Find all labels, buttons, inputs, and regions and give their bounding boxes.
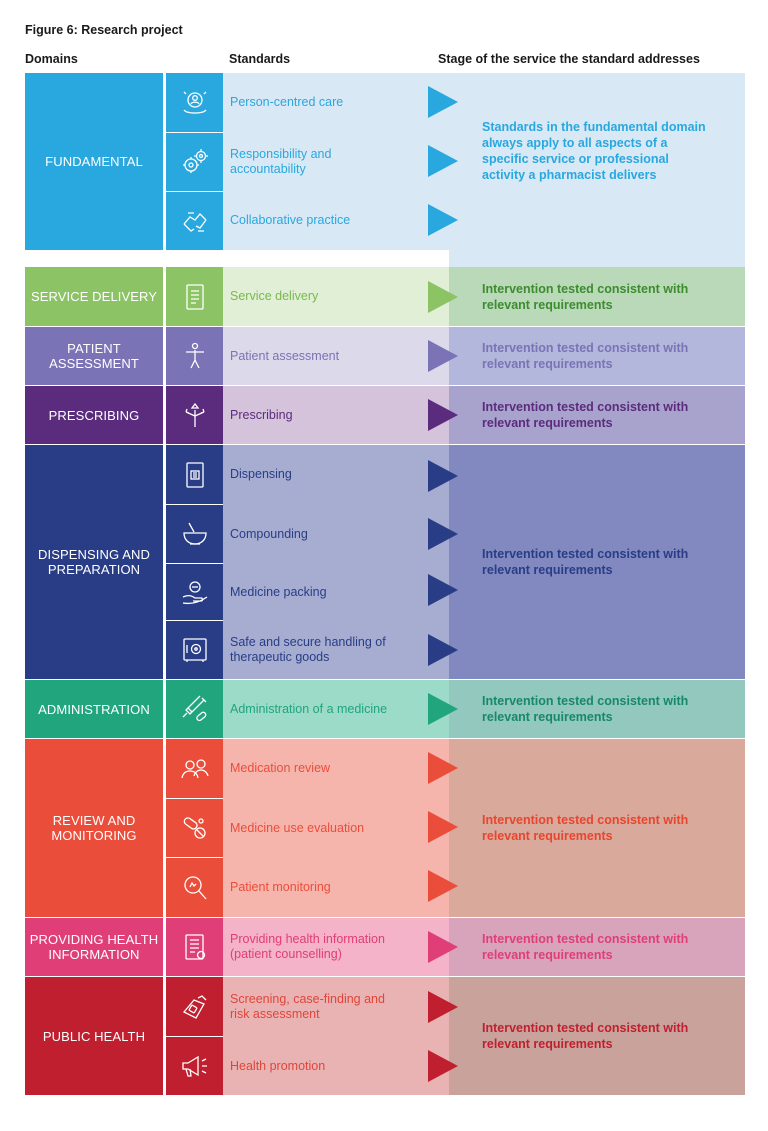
stage-service-delivery: Intervention tested consistent with rele… — [449, 267, 745, 326]
stage-prescribing: Intervention tested consistent with rele… — [449, 386, 745, 444]
arrow-right-icon — [428, 752, 458, 784]
stage-header: Stage of the service the standard addres… — [438, 52, 700, 66]
standard-medicine-use-evaluation: Medicine use evaluation — [230, 820, 365, 835]
body-figure-icon — [166, 327, 223, 385]
review-standards-bg — [223, 739, 449, 917]
standard-responsibility: Responsibility and accountability — [223, 132, 449, 191]
arrow-right-icon — [428, 340, 458, 372]
stage-administration: Intervention tested consistent with rele… — [449, 680, 745, 738]
figure-title: Figure 6: Research project — [25, 23, 183, 37]
safe-icon — [166, 621, 223, 679]
arrow-right-icon — [428, 811, 458, 843]
people-icon — [166, 739, 223, 798]
stage-review: Intervention tested consistent with rele… — [449, 739, 745, 917]
standard-patient-assessment: Patient assessment — [223, 327, 449, 385]
arrow-right-icon — [428, 574, 458, 606]
arrow-right-icon — [428, 518, 458, 550]
info-document-icon — [166, 918, 223, 976]
domain-fundamental: FUNDAMENTAL — [25, 73, 163, 250]
domains-header: Domains — [25, 52, 78, 66]
domain-dispensing: DISPENSING AND PREPARATION — [25, 445, 163, 679]
standard-patient-monitoring: Patient monitoring — [230, 880, 331, 894]
standard-safe-handling: Safe and secure handling of therapeutic … — [230, 635, 386, 664]
syringe-icon — [166, 680, 223, 738]
standard-service-delivery: Service delivery — [223, 267, 449, 326]
pills-icon — [166, 799, 223, 857]
hand-pill-icon — [166, 564, 223, 620]
mortar-pestle-icon — [166, 505, 223, 563]
standard-dispensing: Dispensing — [230, 467, 292, 481]
standard-health-promotion: Health promotion — [230, 1058, 326, 1073]
standard-prescribing: Prescribing — [223, 386, 449, 444]
domain-review: REVIEW AND MONITORING — [25, 739, 163, 917]
arrow-right-icon — [428, 991, 458, 1023]
domain-administration: ADMINISTRATION — [25, 680, 163, 738]
arrow-right-icon — [428, 86, 458, 118]
gears-icon — [166, 133, 223, 191]
stage-providing-info: Intervention tested consistent with rele… — [449, 918, 745, 976]
arrow-right-icon — [428, 931, 458, 963]
standard-person-centred-care: Person-centred care — [223, 73, 449, 132]
standard-medicine-packing: Medicine packing — [230, 584, 327, 599]
direction-arrows-icon — [166, 386, 223, 444]
standard-collaborative-practice: Collaborative practice — [223, 191, 449, 250]
arrow-right-icon — [428, 1050, 458, 1082]
magnifier-icon — [166, 858, 223, 917]
stage-public-health: Intervention tested consistent with rele… — [449, 977, 745, 1095]
arrow-right-icon — [428, 634, 458, 666]
standard-screening: Screening, case-finding and risk assessm… — [230, 991, 385, 1021]
arrow-right-icon — [428, 204, 458, 236]
arrow-right-icon — [428, 693, 458, 725]
document-icon — [166, 445, 223, 504]
standards-header: Standards — [229, 52, 291, 66]
standard-compounding: Compounding — [230, 526, 308, 541]
arrow-right-icon — [428, 399, 458, 431]
clipboard-icon — [166, 267, 223, 326]
domain-service-delivery: SERVICE DELIVERY — [25, 267, 163, 326]
standard-medication-review: Medication review — [230, 761, 331, 775]
domain-providing-info: PROVIDING HEALTH INFORMATION — [25, 918, 163, 976]
domain-public-health: PUBLIC HEALTH — [25, 977, 163, 1095]
person-centred-care-icon — [166, 73, 223, 132]
public-health-standards-bg — [223, 977, 449, 1095]
standard-administration: Administration of a medicine — [223, 680, 449, 738]
stage-fundamental: Standards in the fundamental domain alwa… — [449, 73, 745, 267]
arrow-right-icon — [428, 870, 458, 902]
arrow-right-icon — [428, 281, 458, 313]
wrist-icon — [166, 977, 223, 1036]
arrow-right-icon — [428, 145, 458, 177]
standard-providing-info: Providing health information (patient co… — [223, 918, 449, 976]
domain-patient-assessment: PATIENT ASSESSMENT — [25, 327, 163, 385]
stage-dispensing: Intervention tested consistent with rele… — [449, 445, 745, 679]
dispensing-standards-bg — [223, 445, 449, 679]
megaphone-icon — [166, 1037, 223, 1095]
stage-patient-assessment: Intervention tested consistent with rele… — [449, 327, 745, 385]
domain-prescribing: PRESCRIBING — [25, 386, 163, 444]
arrow-right-icon — [428, 460, 458, 492]
collaboration-icon — [166, 192, 223, 250]
